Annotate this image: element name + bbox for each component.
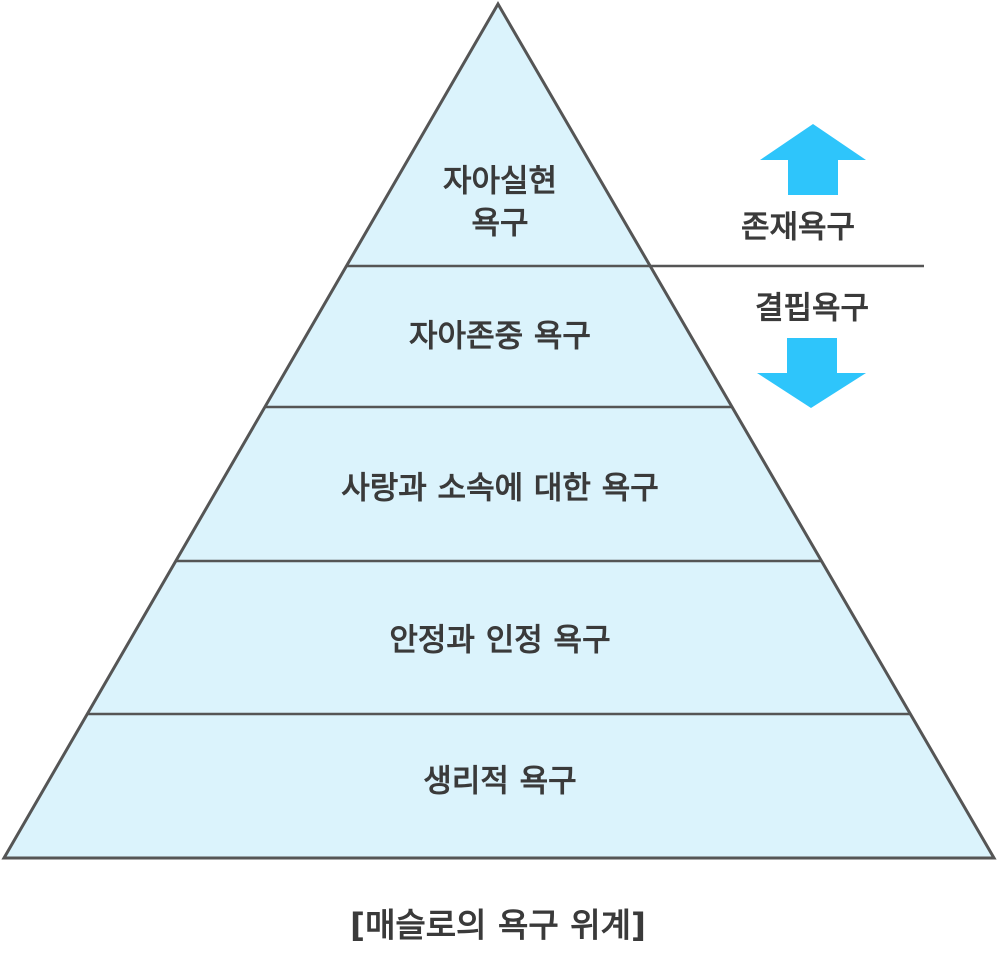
lower-need-label: 결핍욕구: [755, 291, 869, 327]
pyramid-body: [1, 1, 997, 860]
tier-5-label: 생리적 욕구: [423, 764, 576, 800]
tier-3-label: 사랑과 소속에 대한 욕구: [341, 471, 659, 507]
pyramid: [1, 1, 997, 860]
tier-labels: 자아실현 욕구 자아존중 욕구 사랑과 소속에 대한 욕구 안정과 인정 욕구 …: [341, 164, 659, 800]
arrow-up-icon: [760, 124, 866, 195]
upper-need-label: 존재욕구: [741, 210, 855, 246]
tier-1-label-line-2: 욕구: [471, 206, 528, 242]
side-annotation: 존재욕구 결핍욕구: [650, 124, 924, 408]
tier-1-label-line-1: 자아실현: [443, 164, 557, 200]
tier-2-label: 자아존중 욕구: [409, 319, 591, 355]
diagram-caption: [매슬로의 욕구 위계]: [350, 906, 646, 945]
arrow-down-icon: [757, 338, 866, 408]
tier-4-label: 안정과 인정 욕구: [389, 623, 610, 659]
